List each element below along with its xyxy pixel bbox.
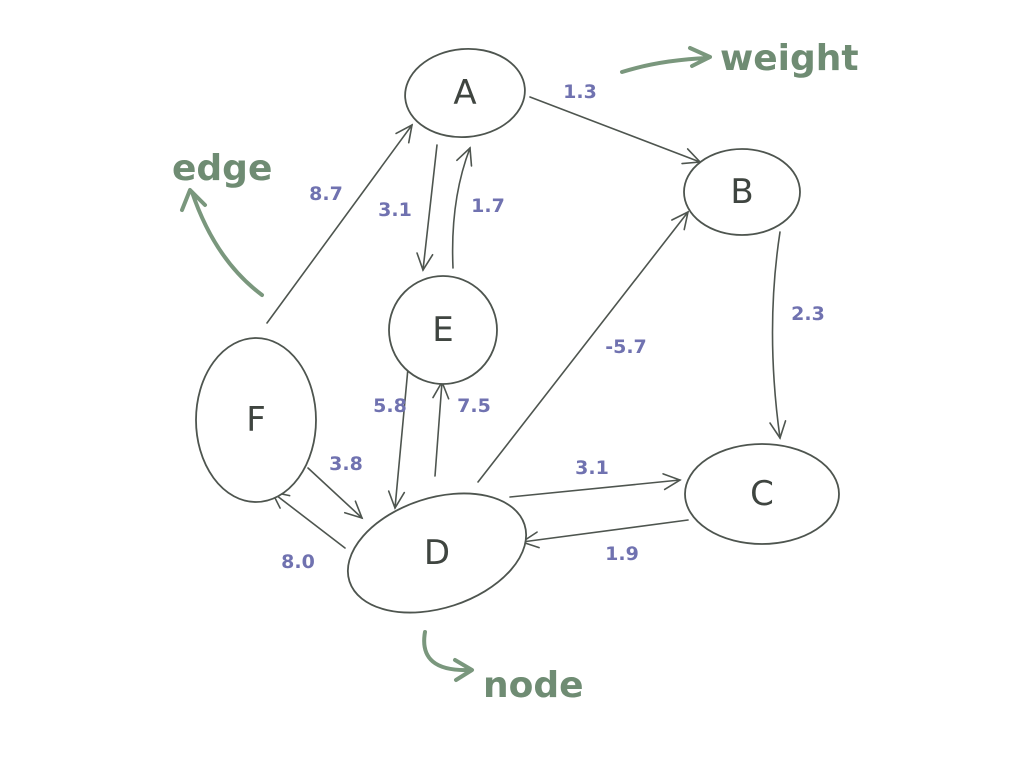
arrowhead-B-C [769,420,787,440]
edge-D-C [509,479,681,498]
arrowhead-D-B [671,210,690,231]
edge-E-D [394,367,409,509]
node-annotation: node [483,665,584,706]
node-E-label: E [432,310,453,350]
edge-weight-A-B: 1.3 [563,81,597,103]
node-D[interactable]: D [333,472,542,633]
arrowhead-E-D [387,490,406,510]
edge-C-D [521,519,689,543]
edge-weight-A-E: 3.1 [378,199,412,221]
edge-weight-D-C: 3.1 [575,457,609,479]
edge-weight-F-D: 3.8 [329,453,363,475]
edge-weight-E-D: 5.8 [373,395,407,417]
edge-weight-D-B: -5.7 [605,336,647,358]
edge-annotation: edge [172,148,272,189]
node-C-label: C [750,474,774,514]
node-A[interactable]: A [401,44,528,142]
weight-annotation: weight [720,38,859,79]
node-F-circle [195,337,317,503]
arrowhead-F-A [395,123,414,144]
edge-weight-D-F: 8.0 [281,551,315,573]
weight-pointer-arrow [620,46,712,74]
node-F-label: F [246,400,266,440]
edge-D-F [271,491,346,549]
node-E-circle [388,275,498,385]
node-B[interactable]: B [683,148,801,236]
nodes-layer: A B C D E F [195,44,840,633]
edge-F-A [266,124,413,324]
node-C[interactable]: C [684,443,840,545]
node-B-circle [683,148,801,236]
node-pointer-arrow [422,630,474,682]
edge-D-B [477,211,689,483]
edge-weight-D-E: 7.5 [457,395,491,417]
node-A-circle [404,47,526,139]
edge-weight-F-A: 8.7 [309,183,343,205]
node-E[interactable]: E [388,275,498,385]
edge-pointer-arrow [180,188,264,297]
edge-weight-C-D: 1.9 [605,543,639,565]
edge-B-C [771,231,781,439]
arrowhead-A-E [416,252,434,272]
node-D-circle [346,492,528,614]
node-D-label: D [424,533,450,573]
edge-A-E [422,144,438,271]
edges-layer: 1.3 2.3 1.9 3.1 -5.7 3.1 1.7 5.8 7.5 3.8 8.0 8.7 [266,81,825,573]
edge-F-D [307,467,363,519]
annotations-layer: weight edge node [172,38,859,706]
arrowhead-D-C [662,473,682,491]
node-A-label: A [453,73,476,113]
edge-weight-B-C: 2.3 [791,303,825,325]
node-F[interactable]: F [195,337,317,503]
edge-D-E [434,381,443,477]
edge-E-A [451,147,471,269]
node-B-label: B [730,172,753,212]
arrowhead-E-A [456,146,473,167]
edge-weight-E-A: 1.7 [471,195,505,217]
node-C-circle [684,443,840,545]
edge-A-B [529,96,701,163]
arrowhead-F-D [343,500,364,520]
